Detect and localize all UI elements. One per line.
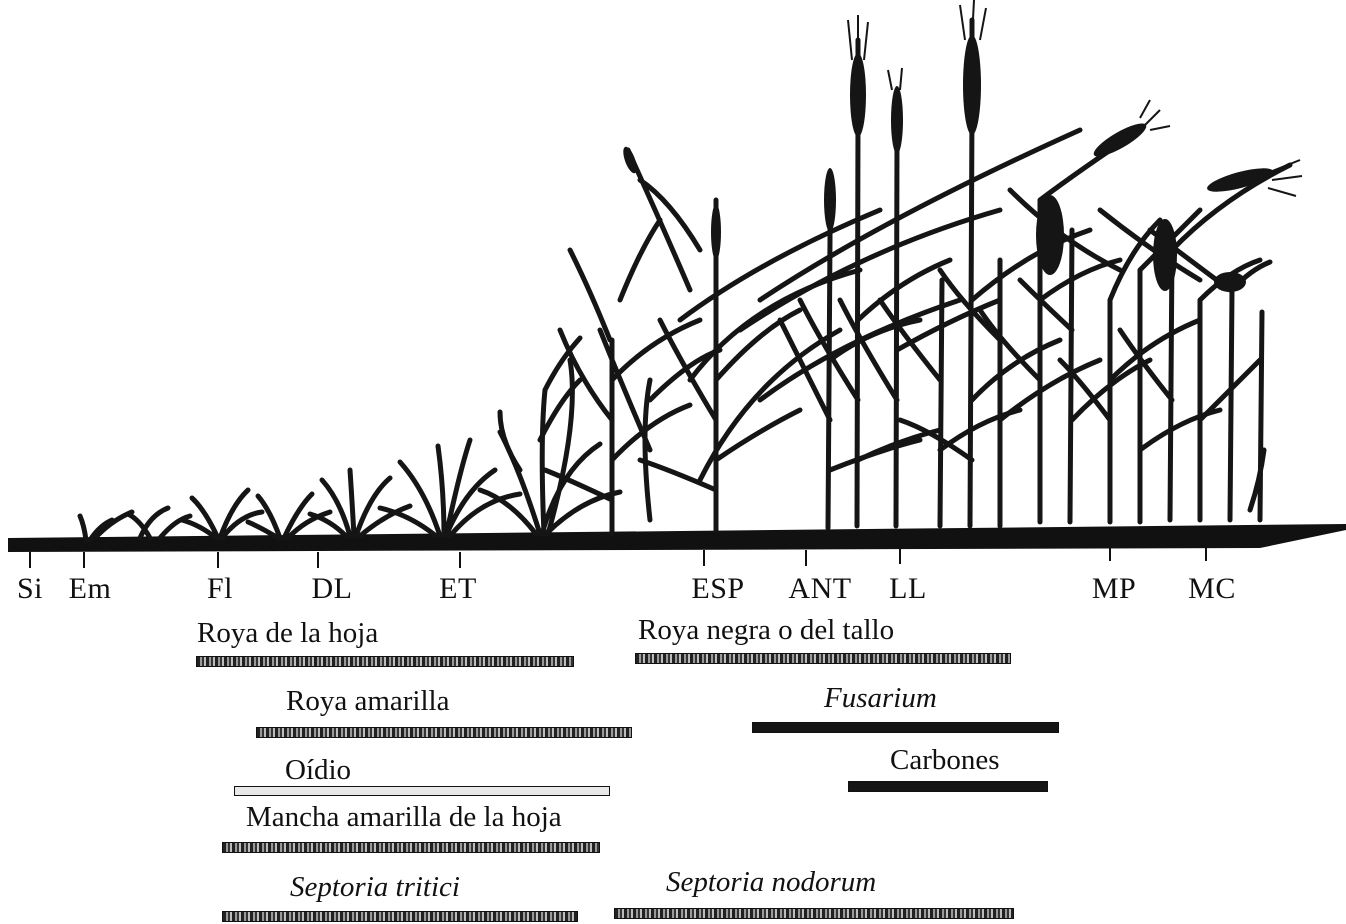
disease-label-mancha-amarilla: Mancha amarilla de la hoja (246, 800, 562, 834)
disease-label-roya-hoja: Roya de la hoja (197, 616, 378, 650)
disease-label-septoria-tritici: Septoria tritici (290, 870, 460, 904)
disease-label-septoria-nodorum: Septoria nodorum (666, 865, 876, 899)
stage-label-esp: ESP (691, 572, 744, 606)
wheat-ears (621, 35, 1275, 292)
stage-label-mc: MC (1188, 572, 1236, 606)
awns (848, 0, 1302, 196)
disease-label-carbones: Carbones (890, 743, 1000, 777)
stage-label-fl: Fl (207, 572, 233, 606)
disease-bar-septoria-nodorum (614, 908, 1014, 919)
disease-label-fusarium: Fusarium (824, 681, 937, 715)
stage-label-si: Si (17, 572, 43, 606)
disease-label-roya-amarilla: Roya amarilla (286, 684, 449, 718)
wheat-plants (80, 20, 1290, 540)
stage-label-ant: ANT (788, 572, 851, 606)
stage-label-ll: LL (889, 572, 927, 606)
stage-label-et: ET (439, 572, 477, 606)
disease-bar-carbones (848, 781, 1048, 792)
disease-bar-fusarium (752, 722, 1059, 733)
disease-label-roya-negra: Roya negra o del tallo (638, 613, 894, 647)
disease-bar-septoria-tritici (222, 911, 578, 922)
disease-bar-roya-hoja (196, 656, 574, 667)
disease-bar-oidio (234, 786, 610, 796)
stage-label-dl: DL (312, 572, 353, 606)
disease-bar-roya-amarilla (256, 727, 632, 738)
stage-label-em: Em (69, 572, 112, 606)
ground-axis (8, 524, 1346, 552)
disease-bar-roya-negra (635, 653, 1011, 664)
stage-label-mp: MP (1092, 572, 1136, 606)
disease-bar-mancha-amarilla (222, 842, 600, 853)
disease-label-oidio: Oídio (285, 753, 351, 787)
